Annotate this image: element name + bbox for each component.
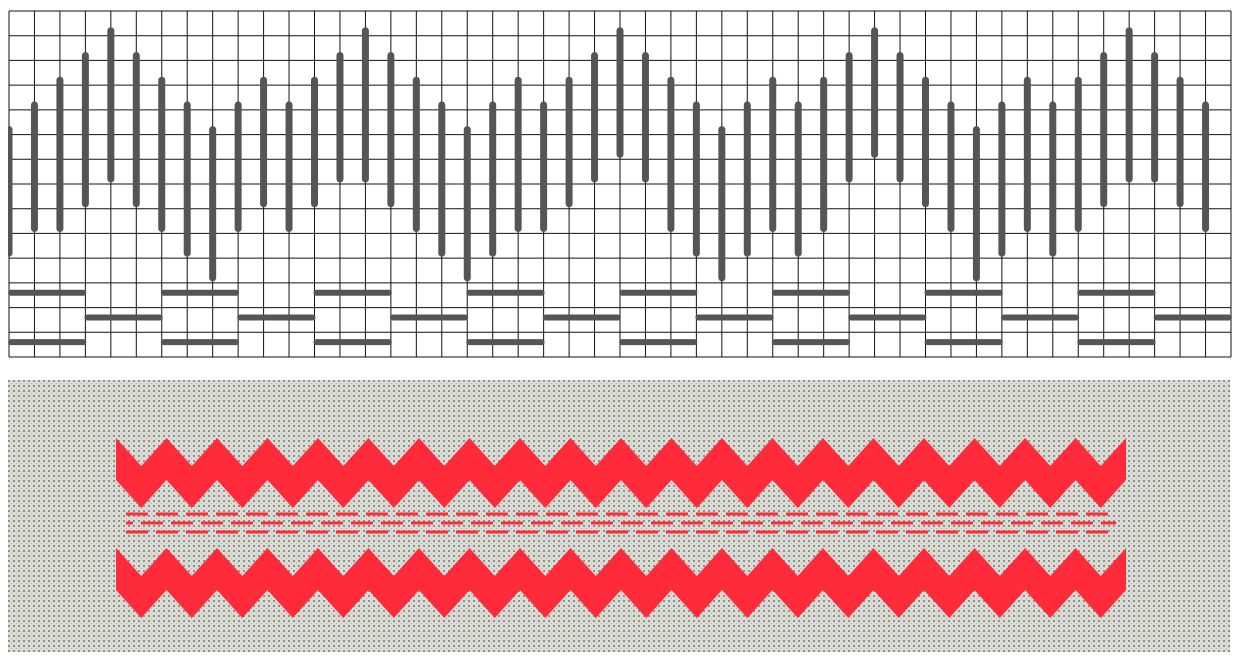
vertical-stitches — [8, 27, 1210, 282]
red-thread-embroidery — [116, 438, 1126, 618]
fabric-sample-svg — [8, 380, 1230, 652]
zigzag-band-top — [116, 438, 1126, 508]
zigzag-band-bottom — [116, 548, 1126, 618]
linen-fabric — [8, 380, 1230, 652]
embroidered-sample-photo — [8, 380, 1230, 652]
chart-grid-svg — [8, 10, 1232, 358]
stitch-chart — [8, 10, 1232, 358]
horizontal-stitches — [8, 289, 1232, 346]
